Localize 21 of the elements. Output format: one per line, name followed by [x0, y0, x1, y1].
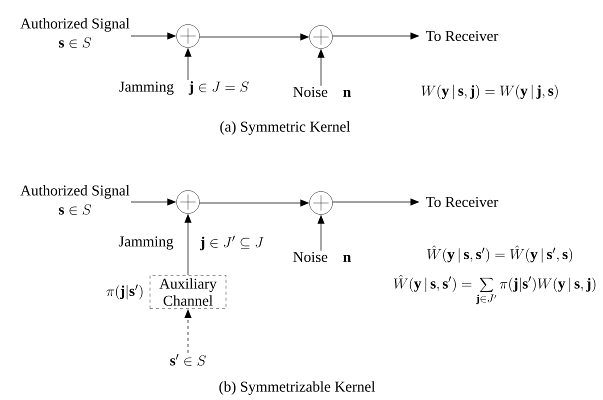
source-label: Jamming $\mathbf{j}\in J=S$ — [119, 81, 249, 95]
formula: $\hat{W}(\mathbf{y}\,|\,\mathbf{s},\mathbf{s}')=\hat{W}(\mathbf{y}\,|\,\mathbf{s}',\mathbf{s})$ — [427, 245, 572, 263]
formula: $W(\mathbf{y}\,|\,\mathbf{s},\mathbf{j})=W(\mathbf{y}\,|\,\mathbf{j},\mathbf{s})$ — [422, 84, 558, 100]
source-label: Noise $\mathbf{n}$ — [293, 86, 351, 98]
output-label: To Receiver — [426, 196, 498, 208]
beside-formula: $\pi(\mathbf{j}|\mathbf{s}')$ — [106, 284, 142, 300]
caption: (a) Symmetric Kernel — [220, 121, 350, 135]
formula: $\hat{W}(\mathbf{y}\,|\,\mathbf{s},\mathbf{s}')=\sum_{\mathbf{j}\in J'}\pi(\mathbf{j}|\mathbf{s}')W(\mathbf{y}\,|\,\mathbf{s},\mathbf{j})$ — [394, 274, 596, 304]
adder-circle — [176, 24, 200, 48]
formula: $\mathbf{j}\in J'\subseteq J$ — [200, 236, 264, 250]
channel-box: Auxiliary Channel — [150, 275, 226, 309]
adder-circle — [309, 191, 333, 215]
source-label: Noise $\mathbf{n}$ — [293, 252, 351, 262]
edge-label: Jamming — [118, 235, 174, 251]
caption: (b) Symmetrizable Kernel — [219, 381, 376, 395]
input-formula: $\mathbf{s}'\in S$ — [170, 354, 206, 366]
source-label: Authorized Signal $\mathbf{s}\in S$ — [20, 18, 130, 48]
adder-circle — [309, 25, 333, 49]
source-label: Authorized Signal $\mathbf{s}\in S$ — [20, 185, 130, 215]
output-label: To Receiver — [426, 30, 498, 42]
adder-circle — [176, 190, 200, 214]
